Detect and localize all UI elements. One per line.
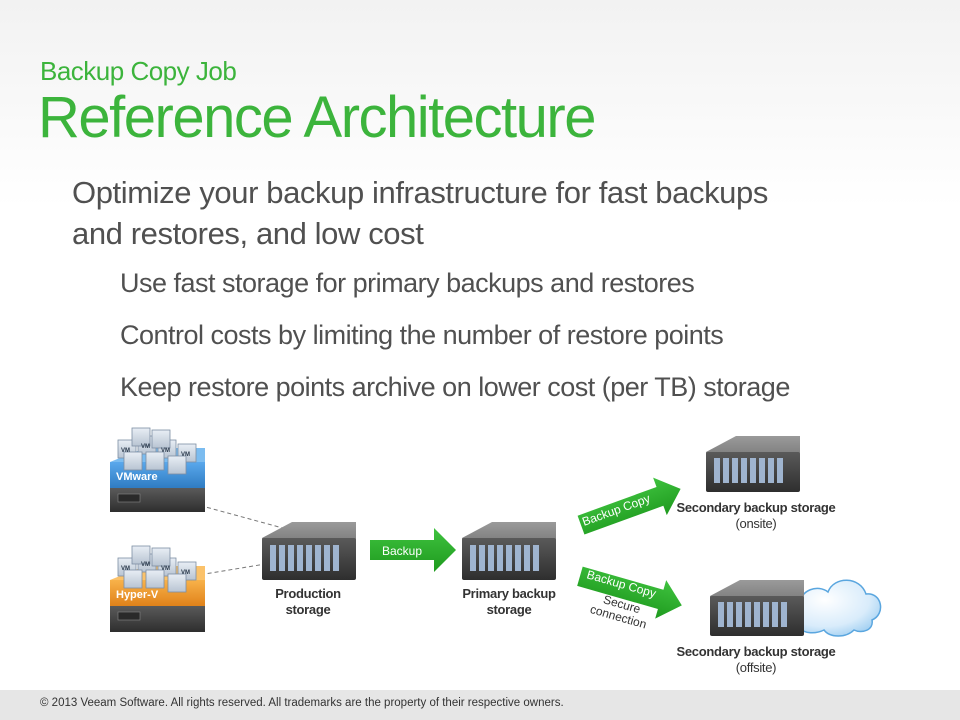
- backup-copy-offsite-arrow: [577, 566, 682, 619]
- secondary-offsite-server-icon: [710, 580, 804, 636]
- vm-label: VM: [121, 448, 130, 454]
- vm-label: VM: [141, 444, 150, 450]
- vm-label: VM: [161, 566, 170, 572]
- copyright-text: © 2013 Veeam Software. All rights reserv…: [40, 697, 564, 709]
- vm-label: VM: [161, 448, 170, 454]
- secondary-offsite-thin: (offsite): [735, 660, 777, 675]
- vm-label: VM: [141, 562, 150, 568]
- secondary-offsite-label: Secondary backup storage (offsite): [676, 644, 836, 676]
- vmware-connection-line: [179, 499, 291, 531]
- secondary-onsite-server-icon: [706, 436, 800, 492]
- hyperv-host-icon: [110, 545, 205, 632]
- secondary-onsite-bold: Secondary backup storage: [676, 500, 836, 515]
- production-storage-server-icon: [262, 522, 356, 580]
- slide-title: Reference Architecture: [38, 85, 596, 150]
- primary-backup-storage-label: Primary backup storage: [462, 586, 556, 617]
- production-storage-label: Production storage: [275, 586, 341, 617]
- footer-bar: © 2013 Veeam Software. All rights reserv…: [0, 690, 960, 720]
- vm-label: VM: [181, 452, 190, 458]
- sub-bullet-control-costs: Control costs by limiting the number of …: [120, 320, 724, 350]
- secondary-onsite-thin: (onsite): [735, 516, 777, 531]
- architecture-diagram: VMware Hyper-V VM VM VM VM VM VM VM VM B…: [110, 427, 882, 637]
- vm-label: VM: [181, 570, 190, 576]
- sub-bullet-archive: Keep restore points archive on lower cos…: [120, 372, 790, 402]
- vm-label: VM: [121, 566, 130, 572]
- backup-arrow: [370, 528, 456, 572]
- slide-subtitle: Backup Copy Job: [40, 56, 237, 86]
- hyperv-label: Hyper-V: [116, 589, 159, 601]
- primary-backup-storage-server-icon: [462, 522, 556, 580]
- backup-copy-onsite-arrow: [577, 477, 681, 535]
- secondary-onsite-label: Secondary backup storage (onsite): [676, 500, 836, 532]
- vmware-label: VMware: [116, 471, 158, 483]
- sub-bullet-fast-storage: Use fast storage for primary backups and…: [120, 268, 695, 298]
- secondary-offsite-bold: Secondary backup storage: [676, 644, 836, 659]
- backup-arrow-label: Backup: [382, 544, 422, 558]
- main-bullet: Optimize your backup infrastructure for …: [72, 175, 768, 251]
- vmware-host-icon: [110, 427, 205, 512]
